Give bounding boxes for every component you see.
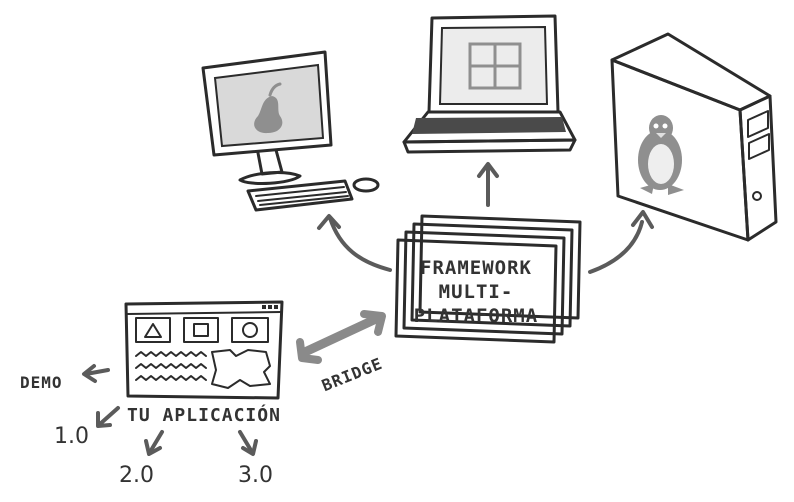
arrow-to-desktop bbox=[328, 216, 392, 272]
framework-stack: FRAMEWORK MULTI- PLATAFORMA bbox=[394, 214, 582, 344]
windows-laptop-icon bbox=[402, 14, 577, 154]
apple-desktop-icon bbox=[201, 50, 380, 212]
bridge-label: BRIDGE bbox=[319, 354, 385, 396]
tux-logo-icon bbox=[638, 115, 684, 195]
version-2-0: 2.0 bbox=[119, 463, 154, 488]
linux-server-icon bbox=[610, 32, 778, 242]
arrow-to-server bbox=[588, 220, 644, 274]
windows-logo-icon bbox=[468, 42, 522, 90]
framework-label-line1: FRAMEWORK bbox=[420, 257, 532, 279]
bridge-arrow: BRIDGE bbox=[296, 310, 386, 396]
platform-arrows bbox=[317, 162, 654, 274]
version-3-0: 3.0 bbox=[238, 463, 273, 488]
version-demo: DEMO bbox=[20, 373, 63, 392]
version-1-0: 1.0 bbox=[54, 424, 89, 449]
application-window-icon bbox=[124, 300, 284, 400]
app-title: TU APLICACIÓN bbox=[127, 404, 281, 426]
apple-logo-icon bbox=[254, 82, 283, 134]
framework-label-line2: MULTI- bbox=[439, 281, 514, 303]
framework-label-line3: PLATAFORMA bbox=[414, 305, 538, 327]
version-arrows bbox=[82, 364, 258, 456]
